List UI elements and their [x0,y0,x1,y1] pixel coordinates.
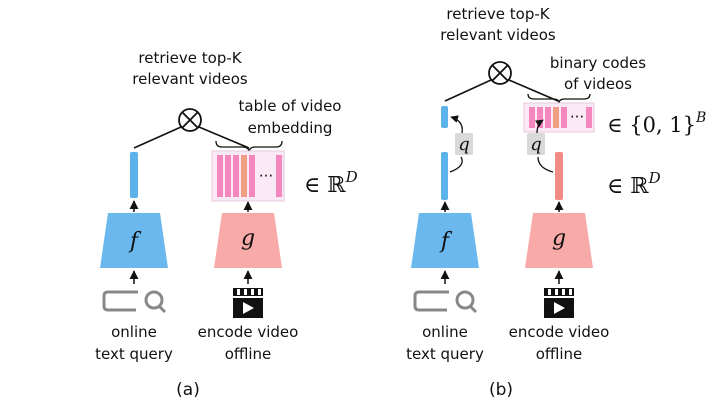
table-label-line2: embedding [248,119,333,137]
caption-a: (a) [176,380,200,400]
text-encoder-f [100,213,168,268]
text-encoder-f [411,213,479,268]
quantize-curve [449,156,463,173]
codes-brace [527,93,591,104]
codes-label-line2: of videos [564,75,632,93]
video-encoder-g [214,213,282,268]
quantize-arrow [450,115,463,134]
panel-a: retrieve top-K relevant videos table of … [95,49,357,400]
text-query-label-line2: text query [406,345,484,363]
caption-b: (b) [489,380,513,400]
text-query-label-line2: text query [95,345,173,363]
codes-label-line1: binary codes [550,54,646,72]
binary-code-table: ··· [523,102,595,133]
retrieve-label-line1: retrieve top-K [138,49,242,67]
binary-text-code [441,106,448,128]
table-brace [215,140,283,153]
real-space-label: ∈ ℝD [607,169,661,199]
video-clapper-icon [233,288,263,318]
connector-line [508,79,559,102]
svg-text:q: q [458,134,470,155]
video-label-line1: encode video [198,323,299,341]
video-encoder-g [525,213,593,268]
similarity-operator-icon [488,61,512,85]
text-query-label-line1: online [111,323,157,341]
retrieve-label-line2: relevant videos [132,70,248,88]
connector-line [133,126,182,149]
video-label-line2: offline [536,345,583,363]
similarity-operator-icon [178,108,202,132]
video-encoder-label: g [241,226,255,251]
video-quantizer: q [527,133,545,155]
connector-line [198,126,250,149]
quantize-curve [537,156,554,173]
table-ellipsis: ··· [259,167,273,185]
text-query-label-line1: online [422,323,468,341]
video-encoder-label: g [552,226,566,251]
video-embedding-table: ··· [211,150,285,202]
table-label-line1: table of video [239,97,342,115]
connector-line [444,79,492,102]
quantize-arrow [534,119,544,134]
search-icon [102,290,167,314]
video-clapper-icon [544,288,574,318]
svg-text:q: q [530,134,542,155]
retrieve-label-line2: relevant videos [440,26,556,44]
video-label-line1: encode video [509,323,610,341]
real-space-label: ∈ ℝD [304,168,358,198]
panel-b: retrieve top-K relevant videos binary co… [406,5,706,400]
retrieve-label-line1: retrieve top-K [446,5,550,23]
codes-ellipsis: ··· [570,108,584,126]
video-label-line2: offline [225,345,272,363]
text-quantizer: q [455,133,473,155]
video-embedding [555,152,563,200]
text-embedding [130,152,138,198]
binary-space-label: ∈ {0, 1}B [607,110,706,137]
text-embedding [441,152,448,200]
search-icon [413,290,478,314]
